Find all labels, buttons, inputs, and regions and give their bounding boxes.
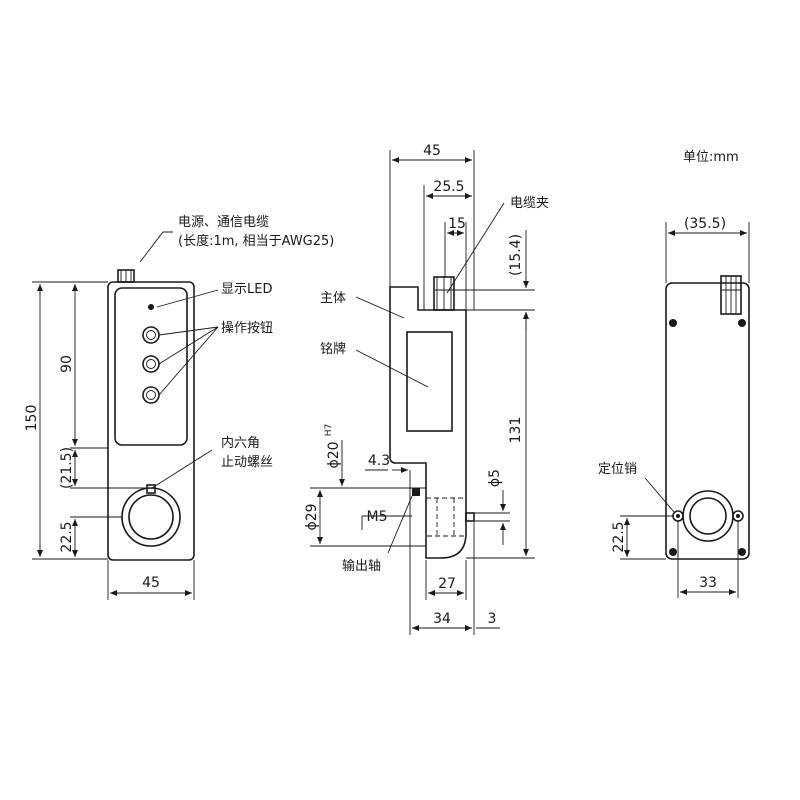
operation-button-1	[142, 326, 160, 344]
dim-rear-35-5: (35.5)	[684, 216, 726, 232]
dim-side-34: 34	[433, 611, 451, 627]
dim-rear-33: 33	[699, 575, 717, 591]
label-cable-clamp: 电缆夹	[510, 195, 549, 211]
dim-side-m5: M5	[367, 509, 388, 525]
front-hub-inner	[128, 494, 174, 540]
front-panel	[114, 287, 188, 446]
label-cable: 电源、通信电缆	[178, 214, 269, 230]
led-indicator	[148, 304, 154, 310]
label-cable-note: (长度:1m, 相当于AWG25)	[178, 233, 334, 249]
nameplate	[406, 331, 453, 432]
dim-front-width: 45	[142, 575, 160, 591]
dim-rear-22-5: 22.5	[611, 521, 627, 552]
label-hex-screw-1: 内六角	[221, 435, 260, 451]
dim-side-h7: H7	[324, 424, 334, 437]
dim-side-phi5: ϕ5	[487, 469, 503, 487]
front-hub-outer	[121, 487, 181, 547]
dim-side-25-5: 25.5	[433, 179, 464, 195]
dim-side-15-4: (15.4)	[508, 234, 524, 276]
operation-button-2	[142, 355, 160, 373]
dim-front-height: 150	[24, 405, 40, 432]
dim-front-upper: 90	[59, 355, 75, 373]
hex-screw	[146, 484, 156, 494]
front-view: 150 90 (21.5) 22.5 45 电源、通信电缆 (长度:1m, 相当…	[24, 214, 334, 600]
front-body-outline	[107, 281, 195, 561]
label-main-body: 主体	[320, 291, 346, 306]
rear-body-outline	[665, 282, 750, 560]
unit-label: 单位:mm	[683, 150, 739, 165]
output-shaft	[465, 512, 475, 522]
label-output-shaft: 输出轴	[342, 558, 381, 574]
dim-side-width: 45	[423, 143, 441, 159]
dim-side-phi29: ϕ29	[304, 503, 320, 530]
label-locating-pin: 定位销	[598, 462, 637, 477]
rear-view: (35.5) 22.5 33 定位销	[598, 216, 750, 598]
dim-side-15: 15	[448, 216, 466, 232]
side-body-outline	[389, 286, 467, 559]
dim-side-27: 27	[438, 576, 456, 592]
label-hex-screw-2: 止动螺丝	[221, 455, 273, 470]
dim-front-mid: (21.5)	[59, 447, 75, 489]
label-led: 显示LED	[221, 282, 272, 297]
dim-side-4-3: 4.3	[368, 453, 390, 469]
operation-button-3	[142, 386, 160, 404]
dim-side-phi20: ϕ20	[326, 441, 342, 468]
rear-hub-inner	[689, 497, 727, 535]
label-buttons: 操作按钮	[221, 320, 273, 336]
side-view: 45 25.5 15 (15.4) 131 ϕ20 H7 4.3 ϕ5 ϕ29 …	[304, 143, 549, 635]
dim-front-lower: 22.5	[59, 521, 75, 552]
dim-side-131: 131	[508, 417, 524, 444]
set-screw	[412, 488, 420, 496]
label-nameplate: 铭牌	[320, 341, 346, 357]
dim-side-3: 3	[488, 611, 497, 627]
hub-hidden	[425, 497, 467, 537]
